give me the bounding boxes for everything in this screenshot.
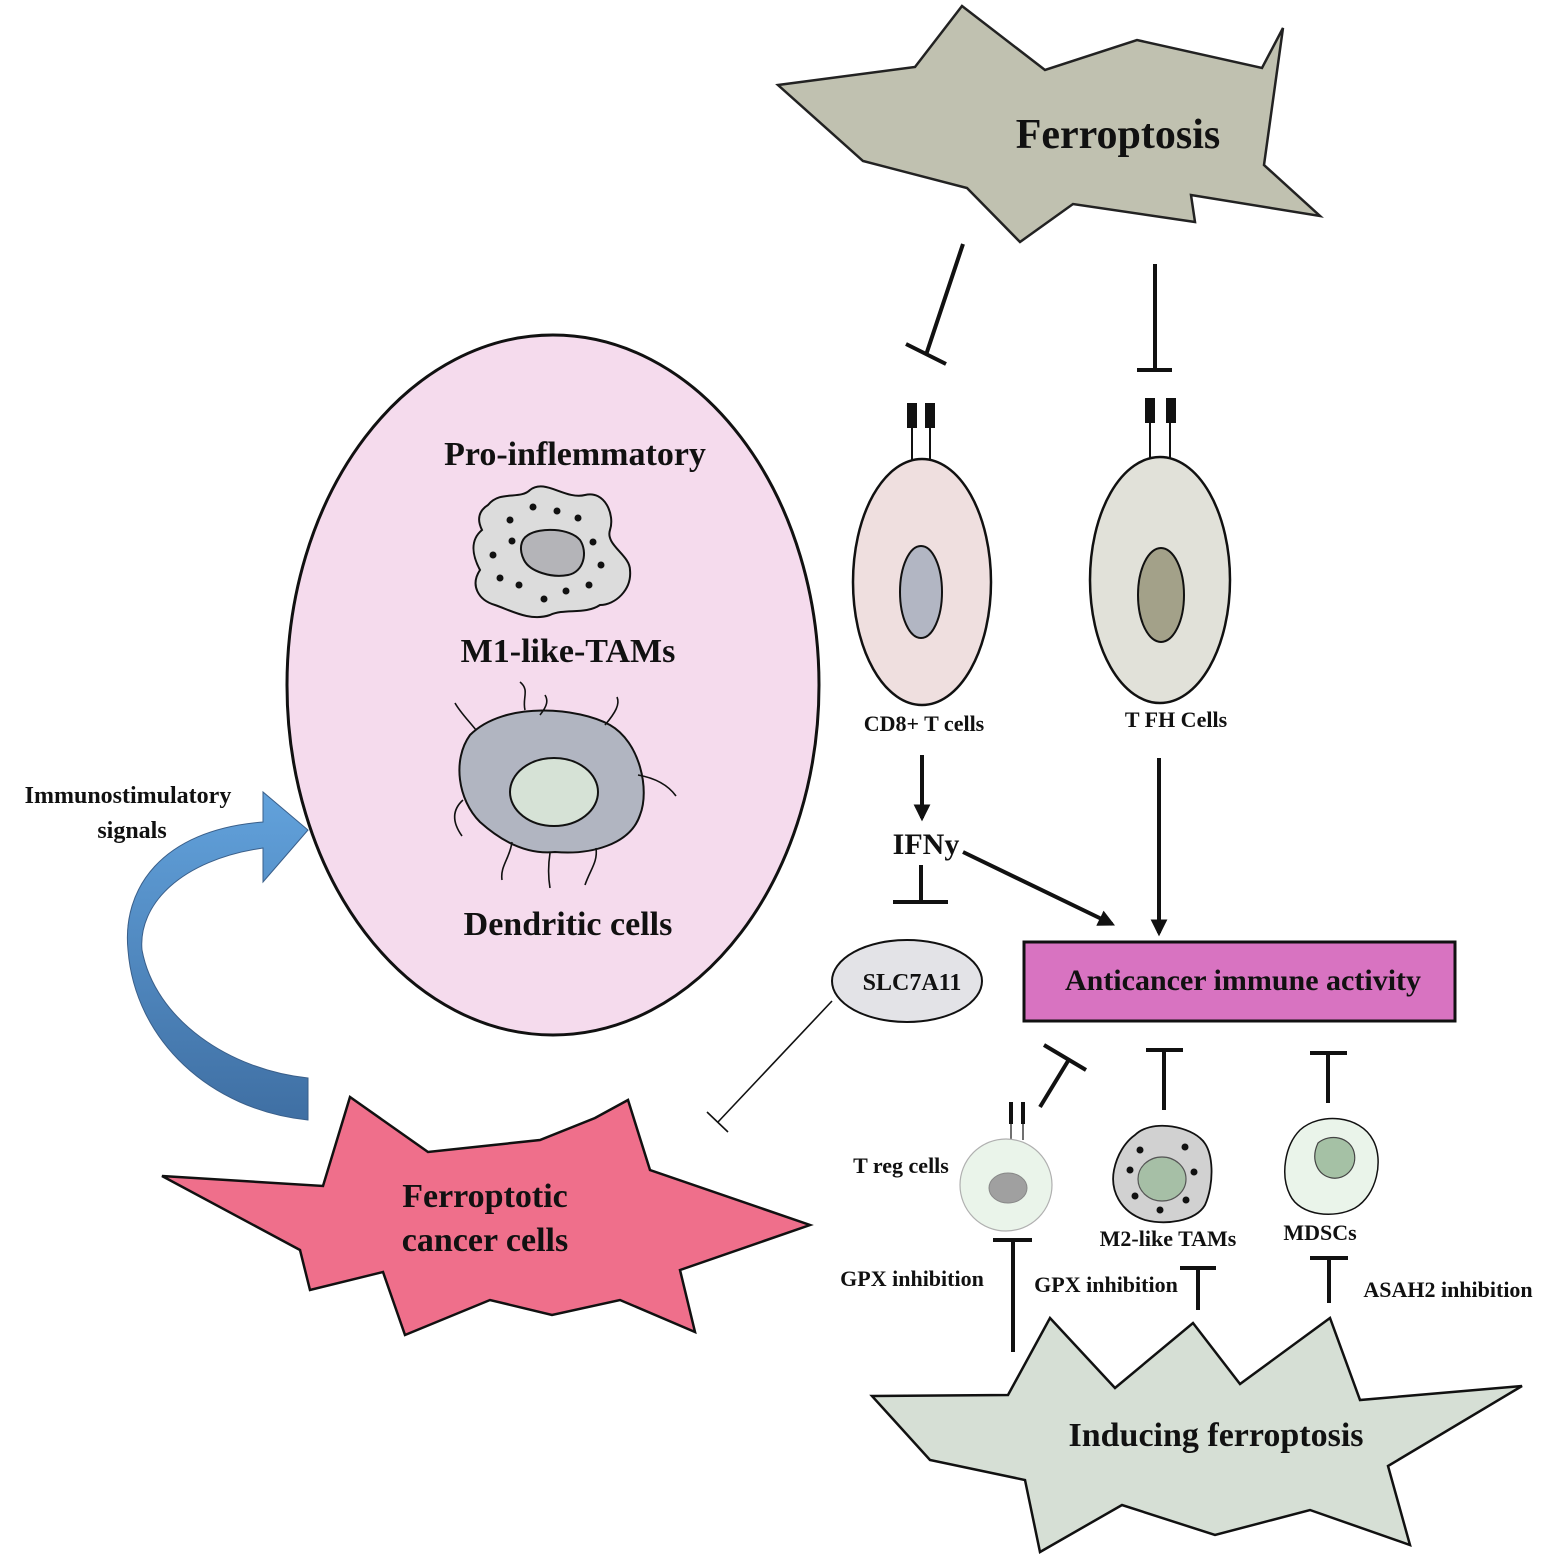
m1-tam-cell <box>472 485 632 619</box>
tfh-cells-label: T FH Cells <box>1125 707 1228 732</box>
slc7a11-node <box>831 939 983 1023</box>
m1-tams-label: M1-like-TAMs <box>461 633 676 670</box>
ferroptotic-cancer-star <box>161 1094 814 1337</box>
m2-inhibits-anticancer <box>1146 1048 1183 1110</box>
asah2-inhibits-mdsc <box>1310 1256 1348 1303</box>
dendritic-cells-label: Dendritic cells <box>464 906 673 943</box>
ferroptotic-label-2: cancer cells <box>402 1222 568 1259</box>
gpx-inhibits-treg <box>993 1238 1032 1352</box>
mdsc-inhibits-anticancer <box>1310 1051 1347 1103</box>
ferroptosis-star <box>775 4 1324 244</box>
treg-inhibits-anticancer <box>1038 1043 1088 1109</box>
treg-cell <box>959 1102 1053 1232</box>
slc7a11-inhibits-cancer-cells <box>706 1000 833 1133</box>
m1-granules <box>489 503 605 603</box>
cd8-t-cells-label: CD8+ T cells <box>864 711 985 736</box>
ferroptotic-label-1: Ferroptotic <box>402 1178 568 1215</box>
mdscs-label: MDSCs <box>1283 1220 1357 1245</box>
immunostimulatory-label-1: Immunostimulatory <box>25 783 232 809</box>
cd8-t-cell <box>851 403 993 707</box>
inducing-ferroptosis-label: Inducing ferroptosis <box>1068 1417 1363 1454</box>
gpx-inhibition-left-label: GPX inhibition <box>840 1266 984 1291</box>
immunostimulatory-arrow <box>126 790 309 1121</box>
dendritic-cell <box>453 681 677 889</box>
gpx-inhibition-right-label: GPX inhibition <box>1034 1272 1178 1297</box>
gpx-inhibits-m2 <box>1180 1266 1216 1310</box>
ifny-to-anticancer-arrow <box>962 850 1116 926</box>
slc7a11-label: SLC7A11 <box>863 970 962 996</box>
ferroptosis-inhibits-cd8 <box>905 243 965 366</box>
dendritic-processes <box>453 681 677 889</box>
inducing-ferroptosis-star <box>869 1315 1523 1554</box>
ifny-inhibits-slc7a11 <box>893 865 948 904</box>
ifny-label: IFNy <box>893 828 960 861</box>
m2-tam-cell <box>1112 1124 1213 1224</box>
treg-cells-label: T reg cells <box>853 1153 949 1178</box>
asah2-inhibition-label: ASAH2 inhibition <box>1363 1277 1532 1302</box>
ferroptosis-inhibits-tfh <box>1137 264 1172 372</box>
immunostimulatory-label-2: signals <box>97 818 166 844</box>
pro-inflammatory-region <box>285 333 821 1037</box>
pro-inflammatory-label: Pro-inflemmatory <box>444 436 706 473</box>
ferroptosis-label: Ferroptosis <box>1016 112 1221 158</box>
anticancer-activity-box <box>1022 940 1457 1023</box>
mdsc-cell <box>1284 1117 1379 1215</box>
tfh-cell <box>1088 398 1232 705</box>
anticancer-activity-label: Anticancer immune activity <box>1065 964 1421 997</box>
m2-tams-label: M2-like TAMs <box>1100 1226 1237 1251</box>
